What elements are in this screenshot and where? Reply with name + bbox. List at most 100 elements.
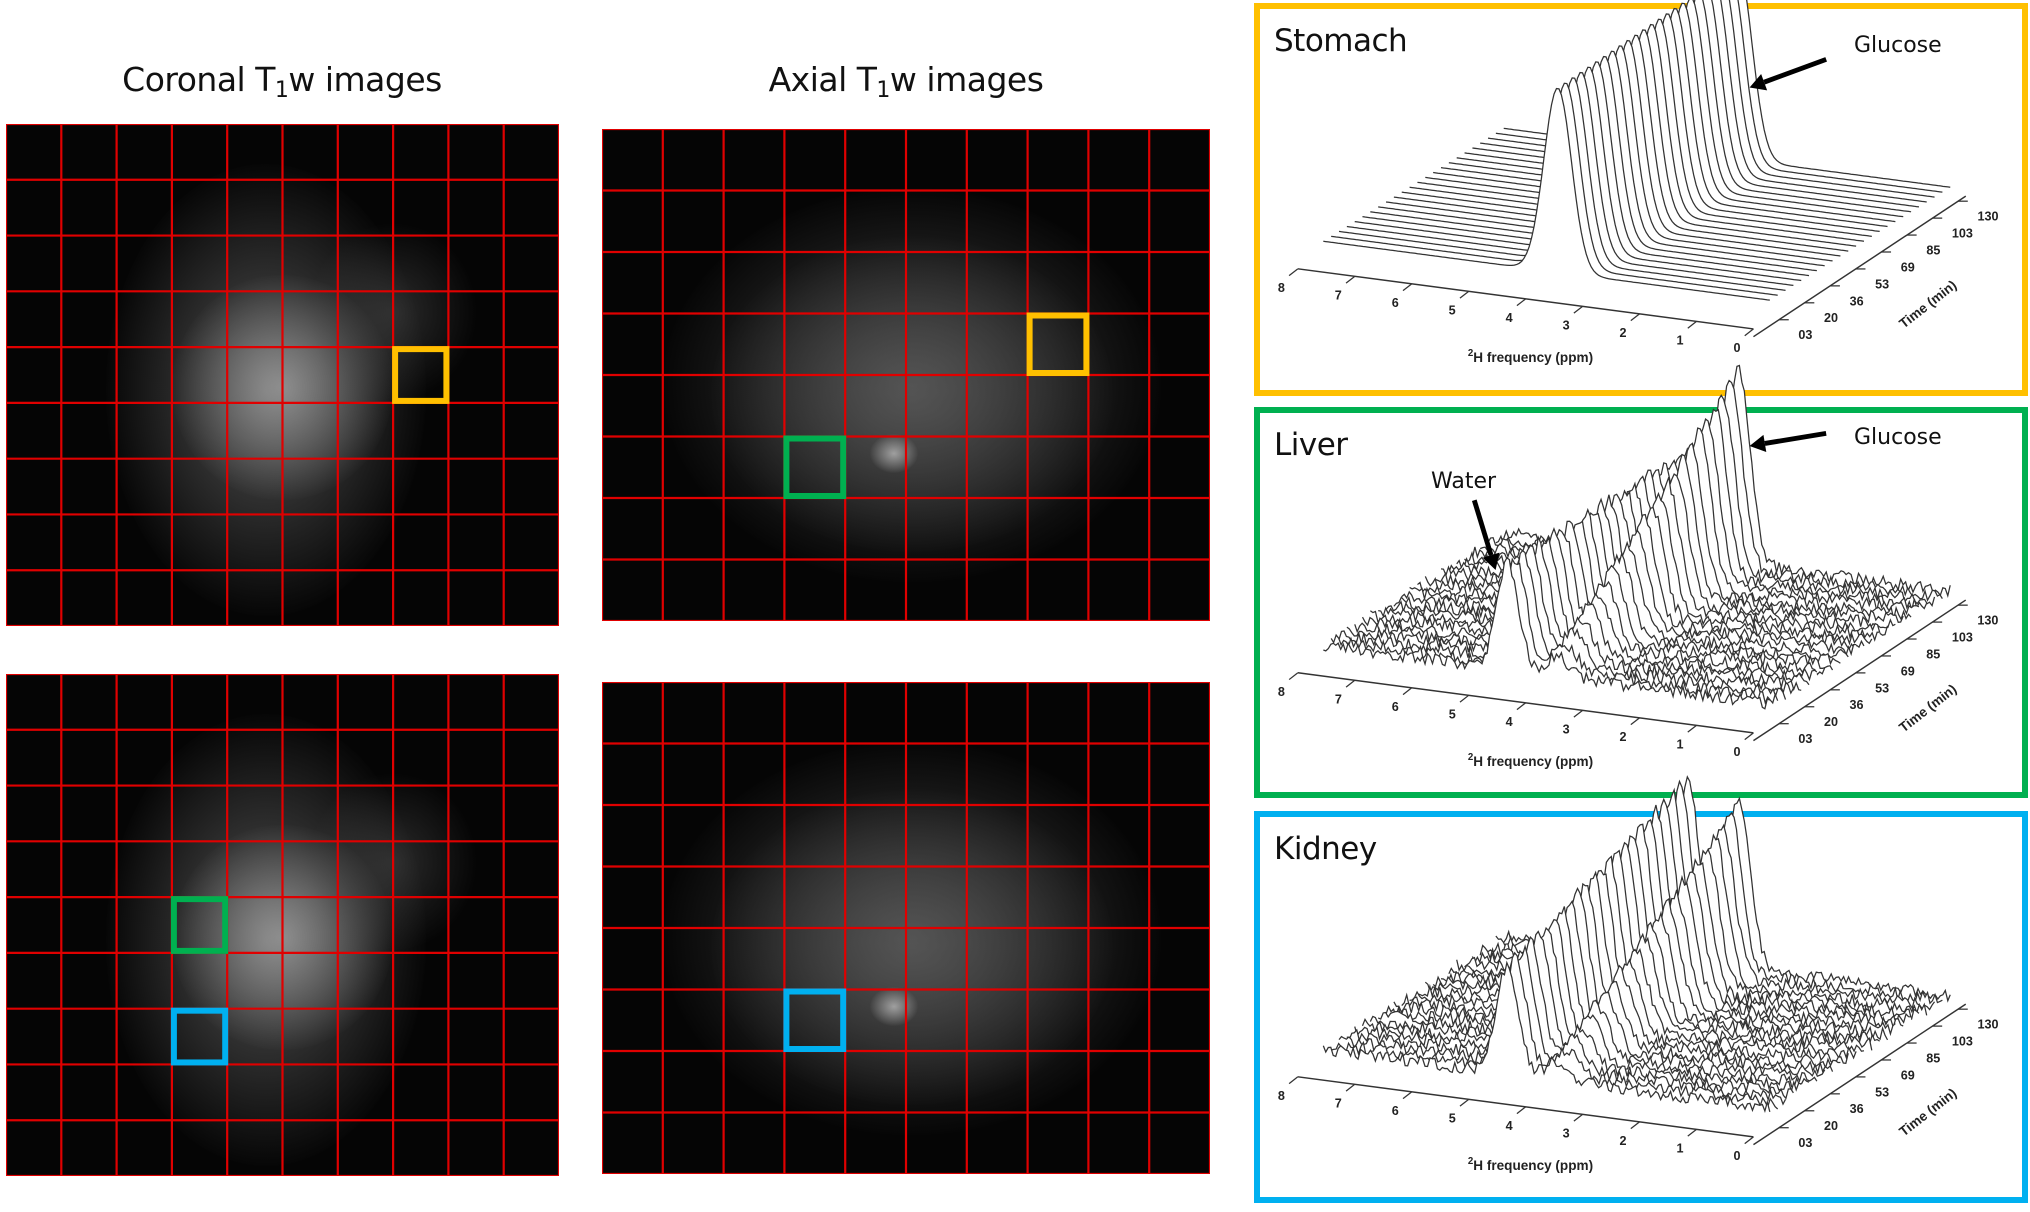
coronal-mri-image-top [6, 124, 559, 626]
kidney-roi-box [170, 1007, 229, 1066]
freq-tick-label: 1 [1677, 738, 1684, 752]
axial-mri-image-top [602, 129, 1210, 621]
freq-tick-label: 2 [1620, 326, 1627, 340]
arrow-icon [1764, 430, 1827, 446]
time-tick-label: 20 [1824, 1119, 1838, 1133]
stomach-roi-box [1026, 312, 1090, 376]
grid-overlay [6, 674, 559, 1176]
time-tick-label: 53 [1875, 1085, 1889, 1099]
time-tick-label: 53 [1875, 681, 1889, 695]
spectrum-trace [1323, 556, 1771, 710]
time-tick-label: 53 [1875, 277, 1889, 291]
freq-tick-label: 3 [1563, 723, 1570, 737]
grid-overlay [6, 124, 559, 626]
time-tick-label: 103 [1952, 630, 1973, 644]
coronal-heading-suffix: w images [288, 60, 442, 99]
axial-heading-suffix: w images [889, 60, 1044, 99]
freq-tick-label: 5 [1449, 304, 1456, 318]
freq-tick-label: 7 [1335, 1097, 1342, 1111]
freq-tick-label: 7 [1335, 289, 1342, 303]
freq-tick-label: 6 [1392, 296, 1399, 310]
grid-overlay [602, 682, 1210, 1174]
time-tick-label: 20 [1824, 311, 1838, 325]
grid-overlay [602, 129, 1210, 621]
freq-tick-label: 8 [1278, 685, 1285, 699]
freq-tick-label: 7 [1335, 693, 1342, 707]
time-tick-label: 69 [1901, 664, 1915, 678]
time-tick-label: 130 [1977, 1018, 1998, 1032]
freq-tick-label: 2 [1620, 1134, 1627, 1148]
arrow-icon [1471, 499, 1494, 556]
time-axis-title: Time (min) [1896, 681, 1959, 735]
time-tick-label: 03 [1798, 1136, 1812, 1150]
liver-roi-box [170, 896, 229, 954]
stomach-panel-title: Stomach [1274, 23, 1408, 59]
kidney-roi-box [783, 988, 847, 1052]
time-tick-label: 85 [1926, 647, 1940, 661]
glucose-annotation: Glucose [1854, 33, 1942, 58]
time-tick-label: 130 [1977, 210, 1998, 224]
stomach-roi-box [392, 346, 450, 404]
freq-tick-label: 8 [1278, 281, 1285, 295]
time-axis-title: Time (min) [1896, 1085, 1959, 1139]
time-tick-label: 69 [1901, 260, 1915, 274]
time-tick-label: 03 [1798, 732, 1812, 746]
time-tick-label: 03 [1798, 328, 1812, 342]
kidney-panel-title: Kidney [1274, 831, 1377, 867]
freq-tick-label: 6 [1392, 1104, 1399, 1118]
tissue-region [711, 790, 1113, 1106]
freq-tick-label: 2 [1620, 730, 1627, 744]
tissue-region [711, 237, 1113, 553]
spectrum-trace [1322, 960, 1771, 1114]
liver-panel-title: Liver [1274, 427, 1348, 463]
time-tick-label: 69 [1901, 1068, 1915, 1082]
freq-tick-label: 5 [1449, 1112, 1456, 1126]
freq-tick-label: 0 [1733, 341, 1740, 355]
water-annotation: Water [1431, 469, 1497, 494]
freq-tick-label: 0 [1733, 745, 1740, 759]
tissue-region [869, 434, 919, 474]
freq-tick-label: 4 [1506, 311, 1513, 325]
freq-tick-label: 1 [1677, 1142, 1684, 1156]
spectrum-trace [1338, 549, 1787, 700]
coronal-heading-subscript: 1 [274, 78, 289, 103]
time-tick-label: 20 [1824, 715, 1838, 729]
liver-waterfall-chart: 8 7 6 5 4 3 2 1 0 2H frequency (ppm) 03 20 36 53 69 85 1… [1278, 364, 1998, 769]
time-tick-label: 103 [1952, 1034, 1973, 1048]
freq-axis-title: 2H frequency (ppm) [1468, 752, 1593, 769]
arrow-icon [1763, 57, 1828, 85]
time-axis-title: Time (min) [1896, 277, 1959, 331]
tissue-region [869, 987, 919, 1027]
time-tick-label: 36 [1850, 698, 1864, 712]
glucose-annotation: Glucose [1854, 425, 1942, 450]
axial-heading-prefix: Axial T [768, 60, 877, 99]
coronal-mri-image-bottom [6, 674, 559, 1176]
time-tick-label: 85 [1926, 1051, 1940, 1065]
liver-spectra-panel: Liver 8 7 6 5 4 3 2 1 0 2H frequency (ppm) 03 20 36 5… [1254, 364, 2028, 798]
axial-heading: Axial T1w images [768, 60, 1044, 102]
coronal-heading-prefix: Coronal T [122, 60, 275, 99]
kidney-waterfall-chart: 8 7 6 5 4 3 2 1 0 2H frequency (ppm) 03 20 36 53 69 85 1… [1278, 775, 1998, 1173]
axial-heading-subscript: 1 [876, 78, 890, 103]
freq-axis-title: 2H frequency (ppm) [1468, 1156, 1593, 1173]
spectrum-trace [1323, 87, 1770, 301]
freq-tick-label: 6 [1392, 700, 1399, 714]
freq-tick-label: 3 [1563, 1127, 1570, 1141]
axial-mri-image-bottom [602, 682, 1210, 1174]
time-tick-label: 103 [1952, 227, 1973, 241]
coronal-heading: Coronal T1w images [122, 60, 442, 102]
freq-tick-label: 1 [1677, 334, 1684, 348]
freq-axis-title: 2H frequency (ppm) [1468, 348, 1593, 365]
freq-tick-label: 4 [1506, 1119, 1513, 1133]
freq-tick-label: 8 [1278, 1089, 1285, 1103]
time-tick-label: 36 [1850, 1102, 1864, 1116]
freq-tick-label: 0 [1733, 1149, 1740, 1163]
time-tick-label: 36 [1850, 294, 1864, 308]
time-tick-label: 85 [1926, 243, 1940, 257]
freq-tick-label: 5 [1449, 708, 1456, 722]
liver-roi-box [783, 435, 847, 499]
kidney-spectra-panel: Kidney 8 7 6 5 4 3 2 1 0 2H frequency (ppm) 03 20 36… [1254, 775, 2028, 1203]
freq-tick-label: 4 [1506, 715, 1513, 729]
